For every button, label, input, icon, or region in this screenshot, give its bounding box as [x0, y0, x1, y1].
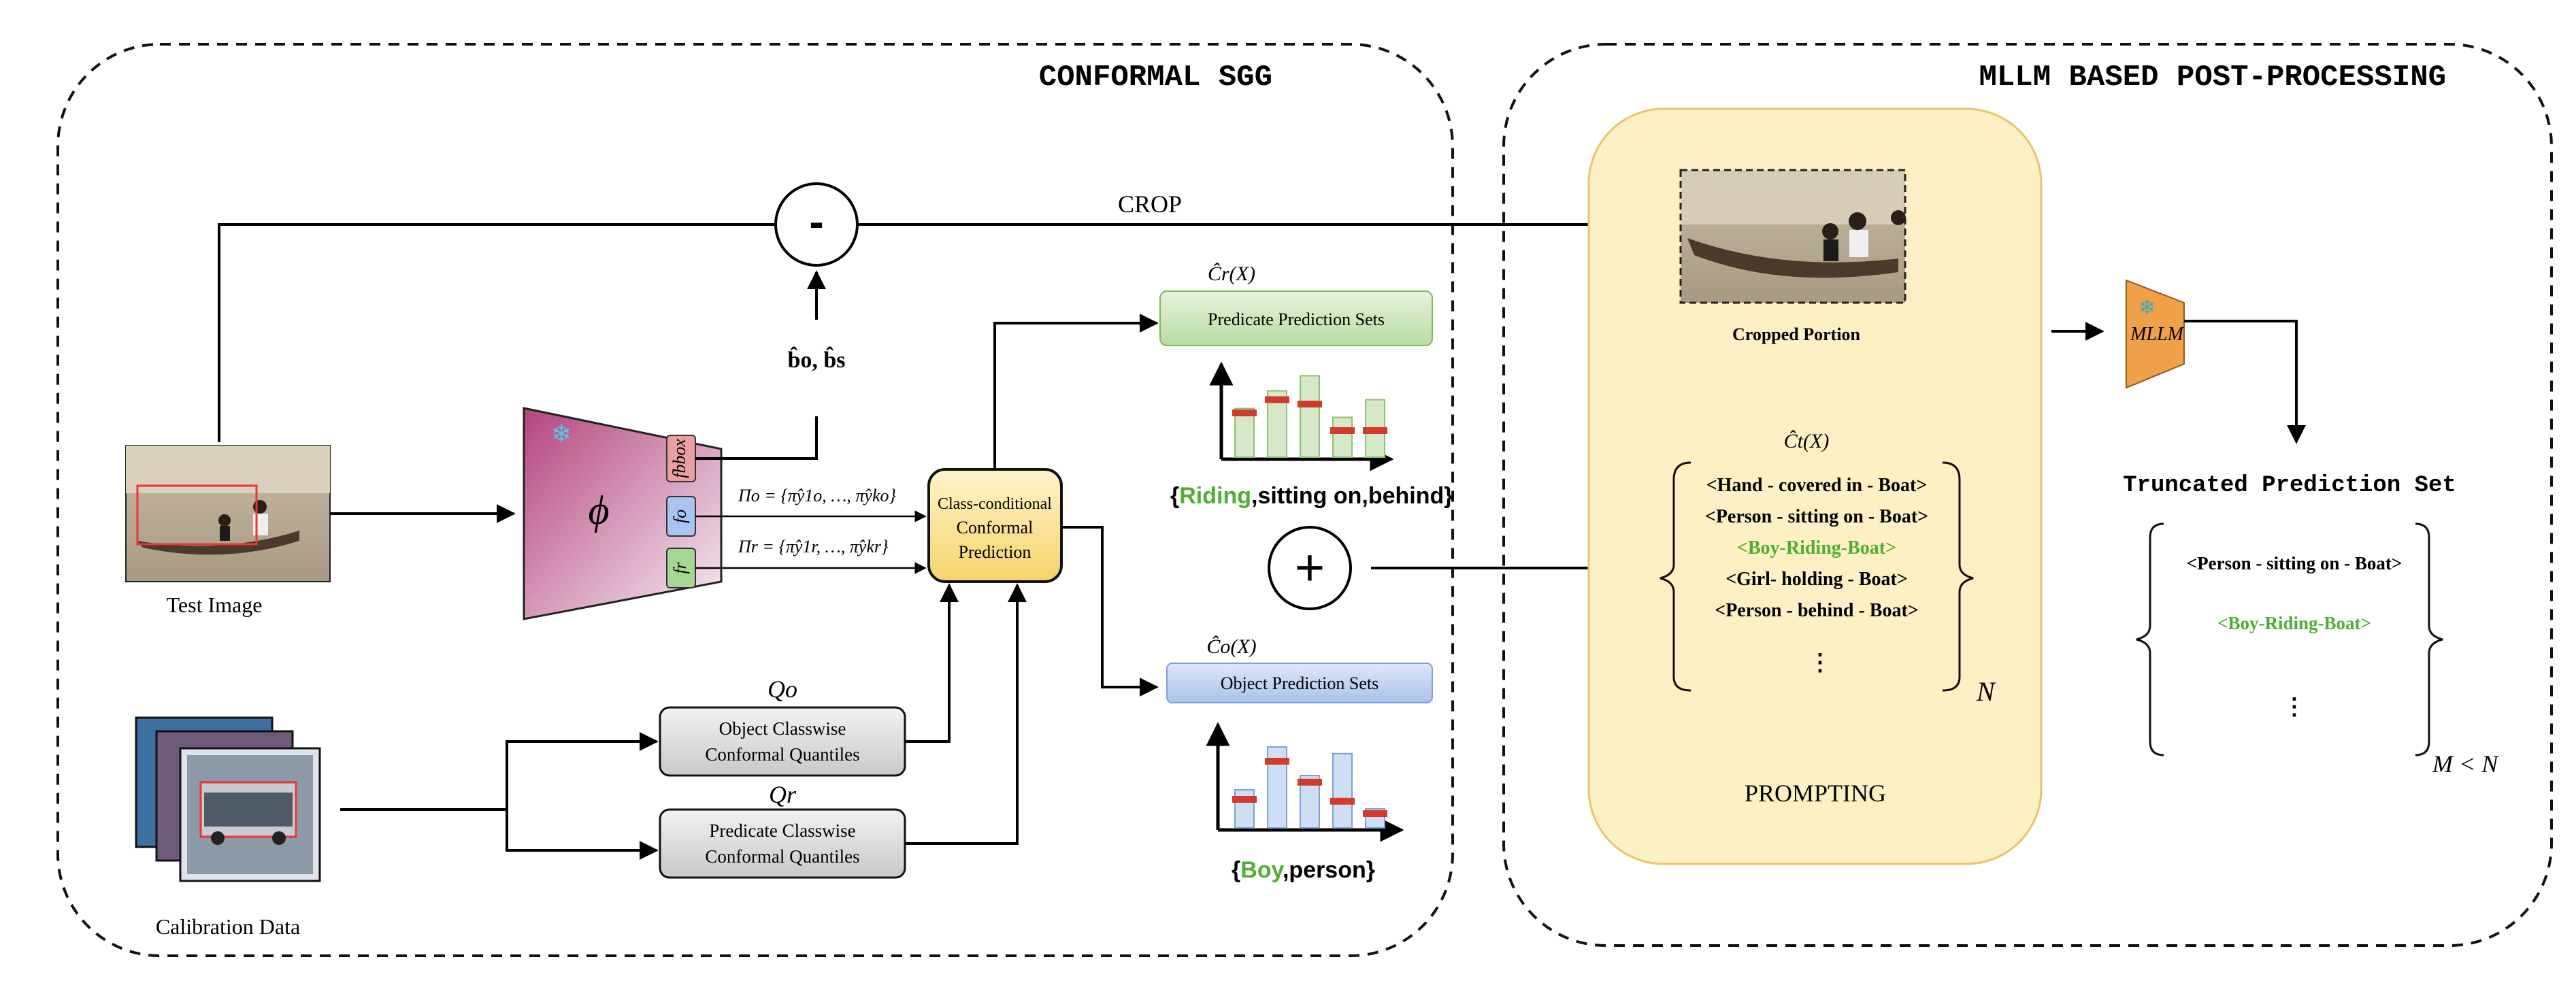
mllm-label: MLLM: [2130, 324, 2184, 345]
list-ellipsis: ⋮: [1809, 650, 1832, 676]
plus-symbol: +: [1295, 539, 1325, 597]
calibration-label: Calibration Data: [156, 914, 300, 939]
to-predicate-sets-arrow: [993, 314, 1159, 469]
object-sets-label: Object Prediction Sets: [1221, 673, 1379, 693]
predicate-set-highlight: Riding: [1179, 483, 1251, 509]
truncated-item: <Person - sitting on - Boat>: [2187, 553, 2402, 573]
object-threshold-marker: [1330, 797, 1355, 805]
object-threshold-marker: [1298, 778, 1322, 786]
test-image-label: Test Image: [167, 593, 263, 617]
phi-symbol: ϕ: [588, 488, 609, 533]
object-histogram: [1206, 722, 1404, 842]
object-bar: [1234, 789, 1255, 829]
cropped-label: Cropped Portion: [1732, 324, 1861, 344]
predicate-bar: [1234, 407, 1255, 458]
conformal-sgg-panel: [56, 43, 1454, 957]
object-threshold-marker: [1363, 810, 1387, 817]
predicate-bar: [1300, 375, 1320, 459]
truncated-brace-left: [2136, 522, 2164, 756]
predicate-quantiles-box: [659, 808, 906, 879]
bbox-head-label: fbbox: [670, 439, 689, 478]
predicate-sets-label: Predicate Prediction Sets: [1208, 310, 1385, 329]
mllm-output-arrow: [2184, 320, 2306, 444]
predicate-set-rest: ,sitting on,behind}: [1251, 483, 1453, 509]
n-symbol: N: [1976, 676, 1996, 707]
truncated-title: Truncated Prediction Set: [2123, 473, 2456, 499]
bbox-to-label-line: [695, 416, 818, 460]
object-set-highlight: Boy: [1240, 857, 1284, 883]
cr-label: Ĉr(X): [1208, 263, 1255, 285]
predicate-sets-box: [1159, 290, 1433, 346]
predicate-threshold-marker: [1363, 427, 1387, 434]
subtract-symbol: -: [809, 197, 823, 246]
m-condition: M < N: [2432, 750, 2499, 778]
predicate-bar: [1332, 416, 1353, 458]
set-brace-left: [1659, 461, 1691, 692]
triplet-item: <Girl- holding - Boat>: [1725, 569, 1908, 590]
object-quantiles-line-1: Object Classwise: [719, 718, 846, 739]
conformal-line-3: Prediction: [959, 542, 1031, 562]
right-panel-title: MLLM BASED POST-PROCESSING: [1979, 61, 2446, 95]
triplet-item: <Boy-Riding-Boat>: [1737, 537, 1896, 559]
object-quantiles-box: [659, 706, 906, 777]
snowflake-icon: ❄: [551, 420, 572, 448]
object-bar: [1332, 752, 1353, 829]
post-processing-panel: [1502, 43, 2553, 947]
q-r-label: Qr: [769, 781, 797, 808]
conformal-line-2: Conformal: [957, 518, 1034, 537]
predicate-threshold-marker: [1265, 396, 1289, 403]
ct-label: Ĉt(X): [1784, 430, 1830, 452]
predicate-quantiles-line-1: Predicate Classwise: [709, 820, 855, 841]
predicate-quantiles-line-2: Conformal Quantiles: [705, 846, 859, 867]
left-panel-title: CONFORMAL SGG: [1039, 61, 1272, 95]
object-sets-box: [1166, 663, 1433, 703]
predicate-histogram: [1209, 361, 1394, 471]
object-threshold-marker: [1265, 758, 1289, 765]
bbox-label: b̂o, b̂s: [787, 346, 845, 373]
truncated-ellipsis: ⋮: [2283, 695, 2306, 720]
predicate-set-open: {: [1170, 483, 1179, 509]
object-set-example: {Boy,person}: [1232, 857, 1375, 883]
conformal-line-1: Class-conditional: [938, 495, 1052, 513]
object-threshold-marker: [1232, 796, 1257, 803]
plus-circle: [1268, 526, 1352, 610]
to-object-sets-arrow: [1061, 526, 1159, 697]
truncated-brace-right: [2415, 522, 2443, 756]
candidate-triplet-list: <Hand - covered in - Boat> <Person - sitt…: [1705, 475, 1928, 621]
triplet-item: <Person - behind - Boat>: [1715, 600, 1918, 621]
calibration-stack: [135, 716, 321, 882]
object-quantiles-line-2: Conformal Quantiles: [705, 744, 859, 765]
to-predicate-quantiles-arrow: [506, 810, 659, 860]
object-set-rest: ,person}: [1283, 857, 1375, 883]
to-object-quantiles-arrow: [506, 732, 659, 810]
object-head-label: fo: [670, 510, 690, 523]
triplet-item: <Hand - covered in - Boat>: [1706, 475, 1928, 496]
pi-r-formula: Πr = {π̂y1r, …, π̂ykr}: [738, 537, 889, 556]
crop-path-line: [218, 223, 776, 442]
predicate-threshold-marker: [1330, 427, 1355, 434]
triplet-item: <Person - sitting on - Boat>: [1705, 506, 1928, 527]
pi-o-formula: Πo = {π̂y1o, …, π̂yko}: [738, 486, 897, 505]
q-o-label: Qo: [767, 676, 797, 703]
test-image: [125, 445, 331, 582]
predicate-threshold-marker: [1232, 410, 1257, 416]
truncated-set-list: <Person - sitting on - Boat> <Boy-Riding-…: [2187, 553, 2402, 633]
crop-label: CROP: [1118, 190, 1182, 218]
qo-to-conformal-arrow: [905, 583, 959, 743]
truncated-item: <Boy-Riding-Boat>: [2217, 613, 2371, 633]
relation-head-label: fr: [670, 561, 690, 573]
object-set-open: {: [1232, 857, 1240, 883]
qr-to-conformal-arrow: [905, 583, 1027, 845]
cropped-image: [1679, 169, 1906, 304]
predicate-threshold-marker: [1298, 401, 1322, 407]
predicate-set-example: {Riding,sitting on,behind}: [1170, 483, 1453, 509]
co-label: Ĉo(X): [1206, 635, 1256, 658]
set-brace-right: [1942, 461, 1974, 692]
prompting-label: PROMPTING: [1745, 780, 1886, 807]
mllm-block: [2126, 279, 2185, 389]
mllm-snowflake-icon: ❄: [2139, 297, 2156, 319]
